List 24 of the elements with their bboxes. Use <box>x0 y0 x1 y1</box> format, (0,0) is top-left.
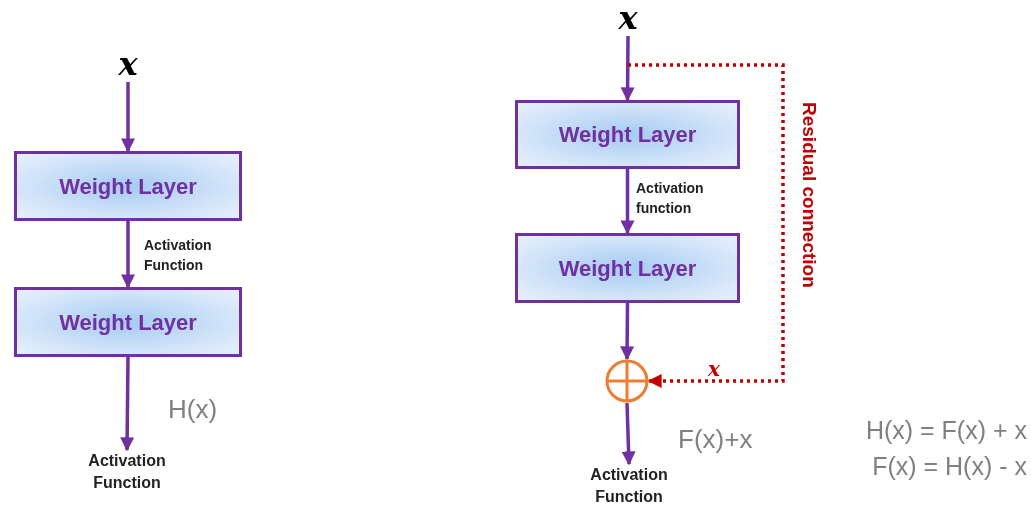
input-variable: x <box>613 0 643 36</box>
edge-label: Activation Function <box>144 236 213 275</box>
layer-box: Weight Layer <box>515 233 740 303</box>
formula-label: F(x)+x <box>678 423 753 456</box>
formula-label: F(x) = H(x) - x <box>872 451 1027 482</box>
layer-box: Weight Layer <box>515 100 740 169</box>
output-label: Activation Function <box>62 450 192 496</box>
arrow <box>120 357 135 452</box>
layer-box: Weight Layer <box>14 151 242 221</box>
formula-label: H(x) = F(x) + x <box>865 415 1027 446</box>
output-label: Activation Function <box>564 464 694 510</box>
layer-box: Weight Layer <box>14 287 242 357</box>
arrow <box>121 82 135 153</box>
formula-label: H(x) <box>168 393 218 426</box>
arrow <box>620 36 635 102</box>
sum-circle-icon <box>605 359 649 403</box>
input-variable: x <box>113 46 143 82</box>
arrow <box>620 303 635 361</box>
edge-label: Activation function <box>636 179 705 218</box>
arrow <box>628 63 785 388</box>
arrow <box>620 169 635 235</box>
arrow <box>121 221 135 289</box>
formula-label: x <box>708 356 720 383</box>
arrow <box>621 402 636 466</box>
